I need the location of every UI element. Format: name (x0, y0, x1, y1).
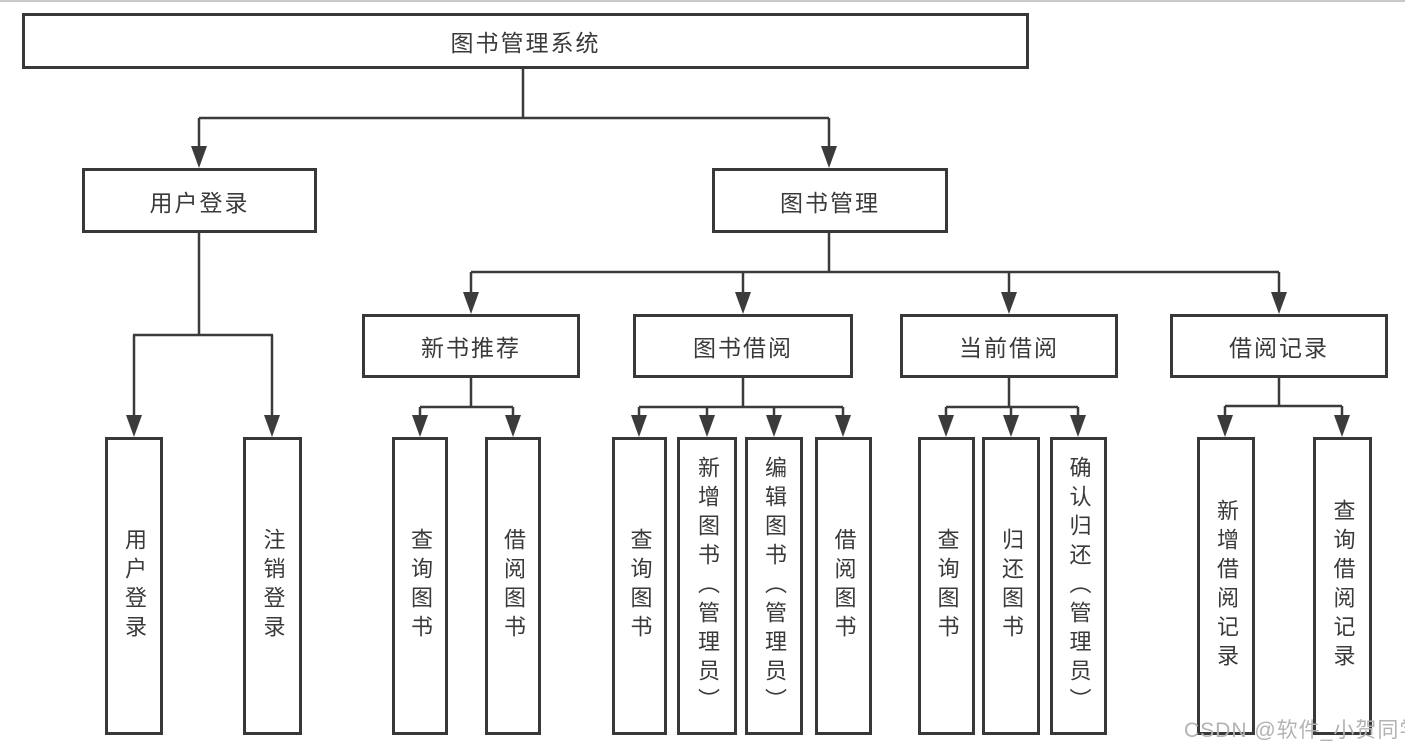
leaf-br-add-record-label: 新增借阅记录 (1214, 499, 1239, 673)
node-borrow-records: 借阅记录 (1170, 314, 1388, 378)
leaf-bb-borrow-books-label: 借阅图书 (831, 528, 857, 644)
leaf-bb-edit-books-admin: 编辑图书（管理员） (745, 437, 803, 735)
leaf-bb-add-books-admin: 新增图书（管理员） (677, 437, 737, 735)
leaf-nbr-borrow-books-label: 借阅图书 (501, 528, 526, 644)
leaf-cb-query-books: 查询图书 (918, 437, 975, 735)
top-edge-line (0, 0, 1405, 2)
node-book-borrow: 图书借阅 (633, 314, 853, 378)
leaf-br-add-record: 新增借阅记录 (1197, 437, 1255, 735)
leaf-logout: 注销登录 (243, 437, 302, 735)
leaf-bb-query-books: 查询图书 (612, 437, 667, 735)
leaf-cb-return-books: 归还图书 (982, 437, 1040, 735)
node-new-book-recommend: 新书推荐 (362, 314, 580, 378)
leaf-br-query-record-label: 查询借阅记录 (1330, 499, 1356, 673)
leaf-user-login-label: 用户登录 (122, 528, 147, 644)
leaf-cb-return-books-label: 归还图书 (999, 528, 1024, 644)
leaf-nbr-borrow-books: 借阅图书 (485, 437, 541, 735)
node-user-login: 用户登录 (82, 168, 317, 233)
leaf-bb-edit-books-admin-label: 编辑图书（管理员） (762, 455, 787, 717)
leaf-cb-query-books-label: 查询图书 (934, 528, 960, 644)
leaf-cb-confirm-return-admin-label: 确认归还（管理员） (1066, 455, 1092, 717)
leaf-br-query-record: 查询借阅记录 (1313, 437, 1372, 735)
csdn-watermark: CSDN @软件_小贺同学 (1184, 719, 1405, 742)
leaf-bb-add-books-admin-label: 新增图书（管理员） (695, 455, 720, 717)
leaf-bb-borrow-books: 借阅图书 (815, 437, 872, 735)
leaf-logout-label: 注销登录 (260, 528, 286, 644)
leaf-user-login: 用户登录 (105, 437, 163, 735)
leaf-nbr-query-books: 查询图书 (392, 437, 448, 735)
node-root: 图书管理系统 (22, 13, 1029, 69)
leaf-bb-query-books-label: 查询图书 (627, 528, 653, 644)
node-current-borrow: 当前借阅 (900, 314, 1118, 378)
node-book-management: 图书管理 (712, 168, 948, 233)
leaf-cb-confirm-return-admin: 确认归还（管理员） (1050, 437, 1107, 735)
leaf-nbr-query-books-label: 查询图书 (408, 528, 433, 644)
